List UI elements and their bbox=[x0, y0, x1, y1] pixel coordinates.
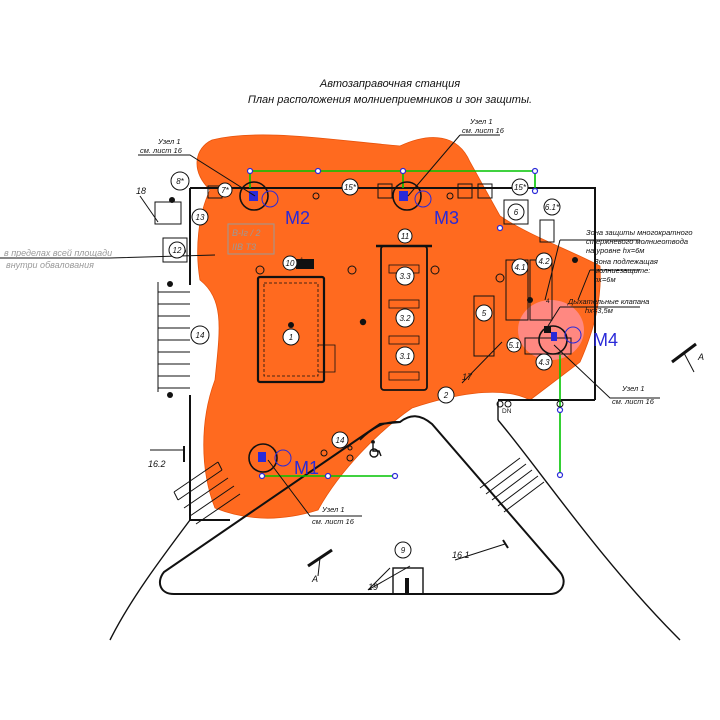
label-14-a: 14 bbox=[196, 331, 205, 340]
zone-multi-line3: на уровне hx=6м bbox=[586, 246, 644, 255]
label-10: 10 bbox=[286, 259, 295, 268]
mast-m1-ring bbox=[248, 443, 278, 473]
area-note-line2: внутри обвалования bbox=[6, 260, 94, 270]
lead-16-1: 16.1 bbox=[452, 550, 470, 560]
label-4-1: 4.1 bbox=[514, 263, 525, 272]
zone-protected-line3: hx=6м bbox=[594, 275, 616, 284]
conductor-m2-m3 bbox=[250, 170, 536, 191]
zone-valves-line2: hx=3,5м bbox=[585, 306, 613, 315]
lead-18: 18 bbox=[136, 186, 146, 196]
callout-m4-line1: Узел 1 bbox=[621, 384, 645, 393]
title-line2: План расположения молниеприемников и зон… bbox=[247, 94, 533, 106]
zone-protected-line2: молниезащите: bbox=[594, 266, 650, 275]
callout-m3-line1: Узел 1 bbox=[469, 117, 493, 126]
zone-valves-line1: Дыхательные клапана bbox=[567, 297, 649, 306]
callout-m2-line2: см. лист 16 bbox=[140, 146, 183, 155]
label-9: 9 bbox=[401, 546, 406, 555]
crosswalk-right bbox=[479, 457, 545, 513]
label-13: 13 bbox=[196, 213, 205, 222]
label-15-b: 15* bbox=[514, 183, 527, 192]
hazard-line1: В-Iг / 2 bbox=[232, 228, 260, 238]
crosswalk-left bbox=[173, 461, 241, 525]
callout-m4-line2: см. лист 16 bbox=[612, 397, 655, 406]
lead-17: 17 bbox=[462, 372, 473, 382]
label-5: 5 bbox=[482, 309, 487, 318]
section-mark-right: A bbox=[697, 352, 704, 362]
mast-group bbox=[239, 181, 582, 473]
inner-wall bbox=[359, 402, 499, 441]
label-1: 1 bbox=[289, 333, 293, 342]
mast-label-m2: M2 bbox=[285, 208, 310, 228]
mast-label-m3: M3 bbox=[434, 208, 459, 228]
label-5-1: 5.1 bbox=[508, 341, 519, 350]
label-15-a: 15* bbox=[344, 183, 357, 192]
callout-m1-line1: Узел 1 bbox=[321, 505, 345, 514]
label-3-2: 3.2 bbox=[399, 314, 411, 323]
mast-label-m4: M4 bbox=[593, 330, 618, 350]
title-line1: Автозаправочная станция bbox=[319, 78, 461, 90]
label-3-3: 3.3 bbox=[399, 272, 411, 281]
zone-protected-line1: Зона подлежащая bbox=[594, 257, 658, 266]
lattice-4: 4 bbox=[546, 298, 550, 305]
label-2: 2 bbox=[443, 391, 449, 400]
label-11: 11 bbox=[401, 232, 409, 241]
wheelchair-icon bbox=[369, 440, 382, 458]
label-6-1: 6.1* bbox=[545, 203, 560, 212]
label-4-2: 4.2 bbox=[538, 257, 550, 266]
road-edge-right bbox=[497, 419, 681, 641]
title-block: Автозаправочная станция План расположени… bbox=[200, 76, 580, 108]
site-boundary bbox=[189, 187, 596, 521]
lattice-1: 1 bbox=[300, 257, 304, 264]
road-edge-left bbox=[109, 519, 191, 641]
label-7: 7* bbox=[221, 186, 229, 195]
hazard-line2: IIВ Т3 bbox=[232, 242, 256, 252]
label-4-3: 4.3 bbox=[538, 358, 550, 367]
mast-m3-ring bbox=[392, 181, 422, 211]
label-6: 6 bbox=[514, 208, 519, 217]
building-1 bbox=[256, 275, 326, 384]
callout-m1-line2: см. лист 16 bbox=[312, 517, 355, 526]
callout-m2-line1: Узел 1 bbox=[157, 137, 181, 146]
stairs-left bbox=[157, 282, 190, 392]
lattice-dn: DN bbox=[502, 408, 512, 415]
mast-m2-ring bbox=[239, 181, 269, 211]
island-triangle bbox=[158, 415, 565, 595]
lead-19: 19 bbox=[368, 582, 378, 592]
label-14-b: 14 bbox=[336, 436, 345, 445]
label-12: 12 bbox=[173, 246, 182, 255]
area-note-line1: в пределах всей площади bbox=[4, 248, 112, 258]
zone-multi-line1: Зона защиты многократного bbox=[586, 228, 693, 237]
mast-label-m1: M1 bbox=[294, 458, 319, 478]
callout-m3-line2: см. лист 16 bbox=[462, 126, 505, 135]
lead-16-2: 16.2 bbox=[148, 459, 166, 469]
tank-5 bbox=[473, 295, 495, 357]
label-3-1: 3.1 bbox=[399, 352, 410, 361]
label-8: 8* bbox=[176, 177, 184, 186]
zone-multi-line2: стержневого молниеотвода bbox=[586, 237, 688, 246]
section-mark-bottom: A bbox=[311, 574, 318, 584]
